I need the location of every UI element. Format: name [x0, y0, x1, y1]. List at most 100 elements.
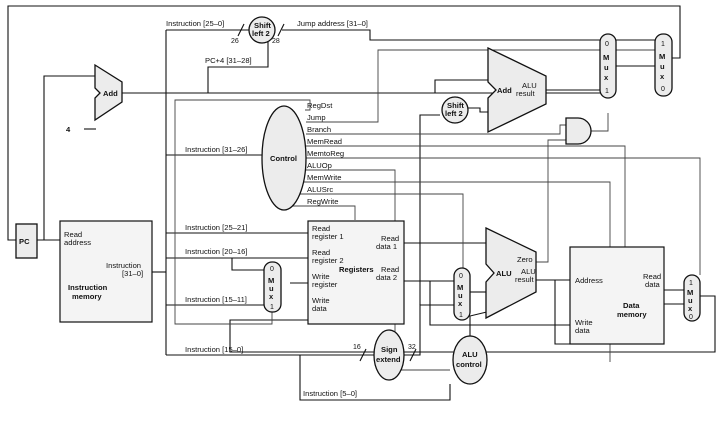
data-memory	[569, 246, 665, 345]
mux-alusrc: 0 M u x 1	[453, 267, 471, 321]
sign-extend	[373, 329, 405, 381]
signal-alusrc: ALUSrc	[307, 185, 333, 194]
control-label: Control	[270, 154, 297, 163]
reg-read-data-2b: data 2	[376, 273, 397, 282]
sign-extend-label-2: extend	[376, 355, 401, 364]
shift-left-jump	[248, 16, 276, 44]
label-instr-5-0: Instruction [5–0]	[303, 389, 357, 398]
alu-control-label-1: ALU	[462, 350, 478, 359]
alu-control-label-2: control	[456, 360, 482, 369]
wire-memread	[304, 145, 626, 258]
shift-branch-label-1: Shift	[447, 101, 464, 110]
imem-name: Instruction	[68, 283, 108, 292]
alu-label: ALU	[496, 269, 512, 278]
mux-branch: 0 M u x 1	[599, 33, 617, 99]
registers-name: Registers	[339, 265, 374, 274]
signal-regwrite: RegWrite	[307, 197, 339, 206]
tick-32	[409, 348, 417, 362]
imem-read-address-label: Read	[64, 230, 82, 239]
imem-read-address-label-2: address	[64, 238, 91, 247]
branch-adder-result-2: result	[516, 89, 535, 98]
mux-branch-body	[599, 33, 617, 99]
dmem-read-data-label: Read	[643, 272, 661, 281]
signal-aluop: ALUOp	[307, 161, 332, 170]
imem-instruction-range: [31–0]	[122, 269, 143, 278]
mux-memtoreg-m: M	[687, 288, 693, 297]
mux-memtoreg-in0: 0	[689, 314, 693, 321]
pc-adder-label: Add	[103, 89, 118, 98]
register-file	[307, 220, 405, 325]
sign-extend-out-width: 32	[408, 344, 416, 351]
mux-regdst-u: u	[269, 284, 274, 293]
wire-sext-to-mux	[404, 304, 454, 356]
alu-result-label: ALU	[521, 267, 536, 276]
constant-four: 4	[66, 125, 71, 134]
signal-memwrite: MemWrite	[307, 173, 341, 182]
label-instr-25-0: Instruction [25–0]	[166, 19, 224, 28]
signal-branch: Branch	[307, 125, 331, 134]
wire-next-pc	[7, 5, 681, 241]
mux-regdst-in0: 0	[270, 266, 274, 273]
main-alu	[485, 226, 537, 320]
wire-regwrite	[286, 205, 356, 220]
mux-memtoreg-x: x	[688, 304, 693, 313]
tick-28	[277, 23, 285, 37]
mux-memtoreg-body	[683, 274, 701, 322]
wire-pc4-upper	[207, 42, 269, 93]
reg-write-data-b: data	[312, 304, 328, 313]
branch-adder	[487, 46, 547, 134]
wire-pc-to-add	[43, 75, 95, 240]
mux-branch-in0: 0	[605, 41, 609, 48]
reg-read-data-1: Read	[381, 234, 399, 243]
wire-memtoreg	[302, 157, 701, 275]
dmem-write-data-label: Write	[575, 318, 593, 327]
wire-shift-to-add	[468, 107, 488, 113]
signal-memtoreg: MemtoReg	[307, 149, 344, 158]
wire-alusrc	[290, 193, 464, 268]
wire-regdst	[174, 99, 311, 325]
mux-memtoreg-in1: 1	[689, 280, 693, 287]
alu-control	[452, 335, 488, 385]
dmem-name-2: memory	[617, 310, 647, 319]
pc-adder	[94, 63, 123, 122]
sign-extend-label-1: Sign	[381, 345, 398, 354]
mux-branch-x: x	[604, 73, 609, 82]
mux-alusrc-body	[453, 267, 471, 321]
label-instr-15-0: Instruction [15–0]	[185, 345, 243, 354]
mux-alusrc-in1: 1	[459, 312, 463, 319]
mux-regdst-x: x	[269, 292, 274, 301]
shift-left-branch	[441, 96, 469, 124]
wire-zero	[536, 139, 570, 263]
label-instr-15-11: Instruction [15–11]	[185, 295, 247, 304]
alu-result-label-2: result	[515, 275, 534, 284]
shift-jump-label-2: left 2	[252, 29, 270, 38]
mux-jump-u: u	[660, 62, 665, 71]
mux-memtoreg-u: u	[688, 296, 693, 305]
mux-jump: 1 M u x 0	[654, 33, 673, 97]
pc-label: PC	[19, 237, 30, 246]
reg-read-register-1: Read	[312, 224, 330, 233]
mux-alusrc-m: M	[457, 283, 463, 292]
reg-read-register-2: Read	[312, 248, 330, 257]
wire-rt-to-mux	[231, 258, 264, 271]
dmem-address-label: Address	[575, 276, 603, 285]
imem-instruction-label: Instruction	[106, 261, 141, 270]
wire-instr-5-0	[299, 355, 451, 401]
bus-labels: Instruction [25–0] Jump address [31–0] P…	[166, 19, 368, 398]
mux-jump-body	[654, 33, 673, 97]
mux-alusrc-u: u	[458, 291, 463, 300]
control-signal-labels: RegDst Jump Branch MemRead MemtoReg ALUO…	[307, 101, 344, 206]
control-unit	[261, 105, 307, 211]
mux-regdst-body	[263, 261, 282, 313]
signal-jump: Jump	[307, 113, 326, 122]
wire-sext-to-shift	[419, 114, 440, 305]
instruction-memory	[59, 220, 153, 323]
mux-jump-m: M	[659, 52, 665, 61]
mux-jump-x: x	[660, 72, 665, 81]
reg-read-register-2b: register 2	[312, 256, 344, 265]
reg-write-register: Write	[312, 272, 330, 281]
mux-regdst-in1: 1	[270, 304, 274, 311]
label-jump-address: Jump address [31–0]	[297, 19, 368, 28]
shift-jump-label-1: Shift	[254, 21, 271, 30]
